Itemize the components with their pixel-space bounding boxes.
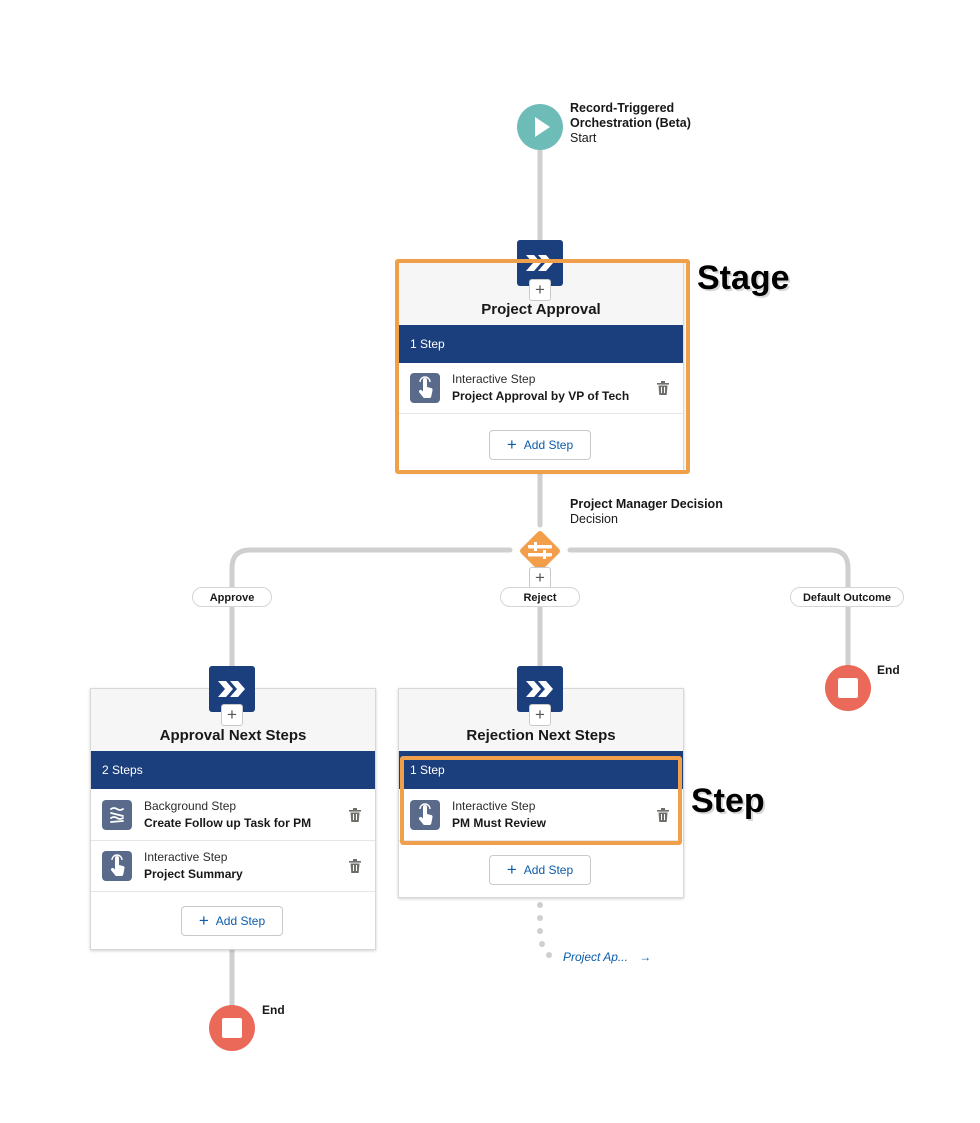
decision-icon: [520, 531, 560, 571]
step-annotation: Step: [691, 782, 765, 820]
step-type: Interactive Step: [144, 850, 228, 864]
outcome-approve[interactable]: Approve: [192, 587, 272, 607]
delete-step-icon[interactable]: [349, 859, 361, 873]
start-subtitle: Start: [570, 131, 597, 145]
goto-link-text: Project Ap...: [563, 950, 628, 964]
add-step-label: Add Step: [523, 438, 574, 452]
stage-step-count: 2 Steps: [91, 751, 375, 789]
end-node[interactable]: [825, 665, 871, 711]
interactive-step-icon: [410, 800, 440, 830]
insert-element-button[interactable]: +: [221, 704, 243, 726]
stage-annotation: Stage: [697, 259, 790, 297]
stop-icon: [222, 1018, 242, 1038]
stage-highlight-box: [395, 259, 690, 474]
step-name: Create Follow up Task for PM: [144, 816, 312, 830]
decision-title: Project Manager Decision: [570, 497, 723, 511]
decision-subtitle: Decision: [570, 512, 618, 526]
add-step-button[interactable]: + Add Step: [181, 906, 283, 936]
end-node[interactable]: [209, 1005, 255, 1051]
step-name: PM Must Review: [452, 816, 547, 830]
step-name: Project Summary: [144, 867, 243, 881]
end-label: End: [262, 1003, 285, 1017]
start-node[interactable]: [517, 104, 563, 150]
step-name: Project Approval by VP of Tech: [452, 389, 630, 403]
delete-step-icon[interactable]: [349, 808, 361, 822]
arrow-right-icon: →: [639, 950, 652, 964]
step-type: Interactive Step: [452, 372, 536, 386]
insert-element-button[interactable]: +: [529, 279, 551, 301]
stage-approval-next-steps[interactable]: Approval Next Steps 2 Steps Background S…: [90, 688, 376, 950]
interactive-step-icon: [102, 851, 132, 881]
plus-icon: +: [198, 911, 209, 930]
stage-title: Project Approval: [481, 301, 601, 318]
delete-step-icon[interactable]: [657, 381, 669, 395]
step-highlight-box: [400, 756, 682, 845]
stop-icon: [838, 678, 858, 698]
decision-node[interactable]: [514, 525, 566, 577]
add-step-label: Add Step: [523, 863, 574, 877]
start-title: Record-Triggered Orchestration (Beta): [570, 101, 691, 130]
outcome-reject[interactable]: Reject: [500, 587, 580, 607]
start-label: Record-Triggered Orchestration (Beta) St…: [570, 101, 730, 146]
add-step-button[interactable]: + Add Step: [489, 855, 591, 885]
plus-icon: +: [506, 860, 517, 879]
add-step-label: Add Step: [215, 914, 266, 928]
stage-title: Approval Next Steps: [159, 727, 307, 744]
plus-icon: +: [506, 435, 517, 454]
outcome-default[interactable]: Default Outcome: [790, 587, 904, 607]
step-row[interactable]: Interactive Step Project Summary: [91, 841, 375, 892]
add-step-button[interactable]: + Add Step: [489, 430, 591, 460]
delete-step-icon[interactable]: [657, 808, 669, 822]
stage-title: Rejection Next Steps: [466, 727, 616, 744]
stage-step-count: 1 Step: [399, 325, 683, 363]
decision-label: Project Manager Decision Decision: [570, 497, 770, 527]
step-row[interactable]: Interactive Step Project Approval by VP …: [399, 363, 683, 414]
step-type: Background Step: [144, 799, 237, 813]
insert-element-button[interactable]: +: [529, 704, 551, 726]
insert-element-button[interactable]: +: [529, 567, 551, 589]
end-label: End: [877, 663, 900, 677]
step-row[interactable]: Background Step Create Follow up Task fo…: [91, 790, 375, 841]
play-icon: [535, 117, 550, 137]
background-step-icon: [102, 800, 132, 830]
step-type: Interactive Step: [452, 799, 536, 813]
goto-stage-link[interactable]: Project Ap... →: [563, 950, 651, 964]
interactive-step-icon: [410, 373, 440, 403]
step-row[interactable]: Interactive Step PM Must Review: [399, 790, 683, 841]
